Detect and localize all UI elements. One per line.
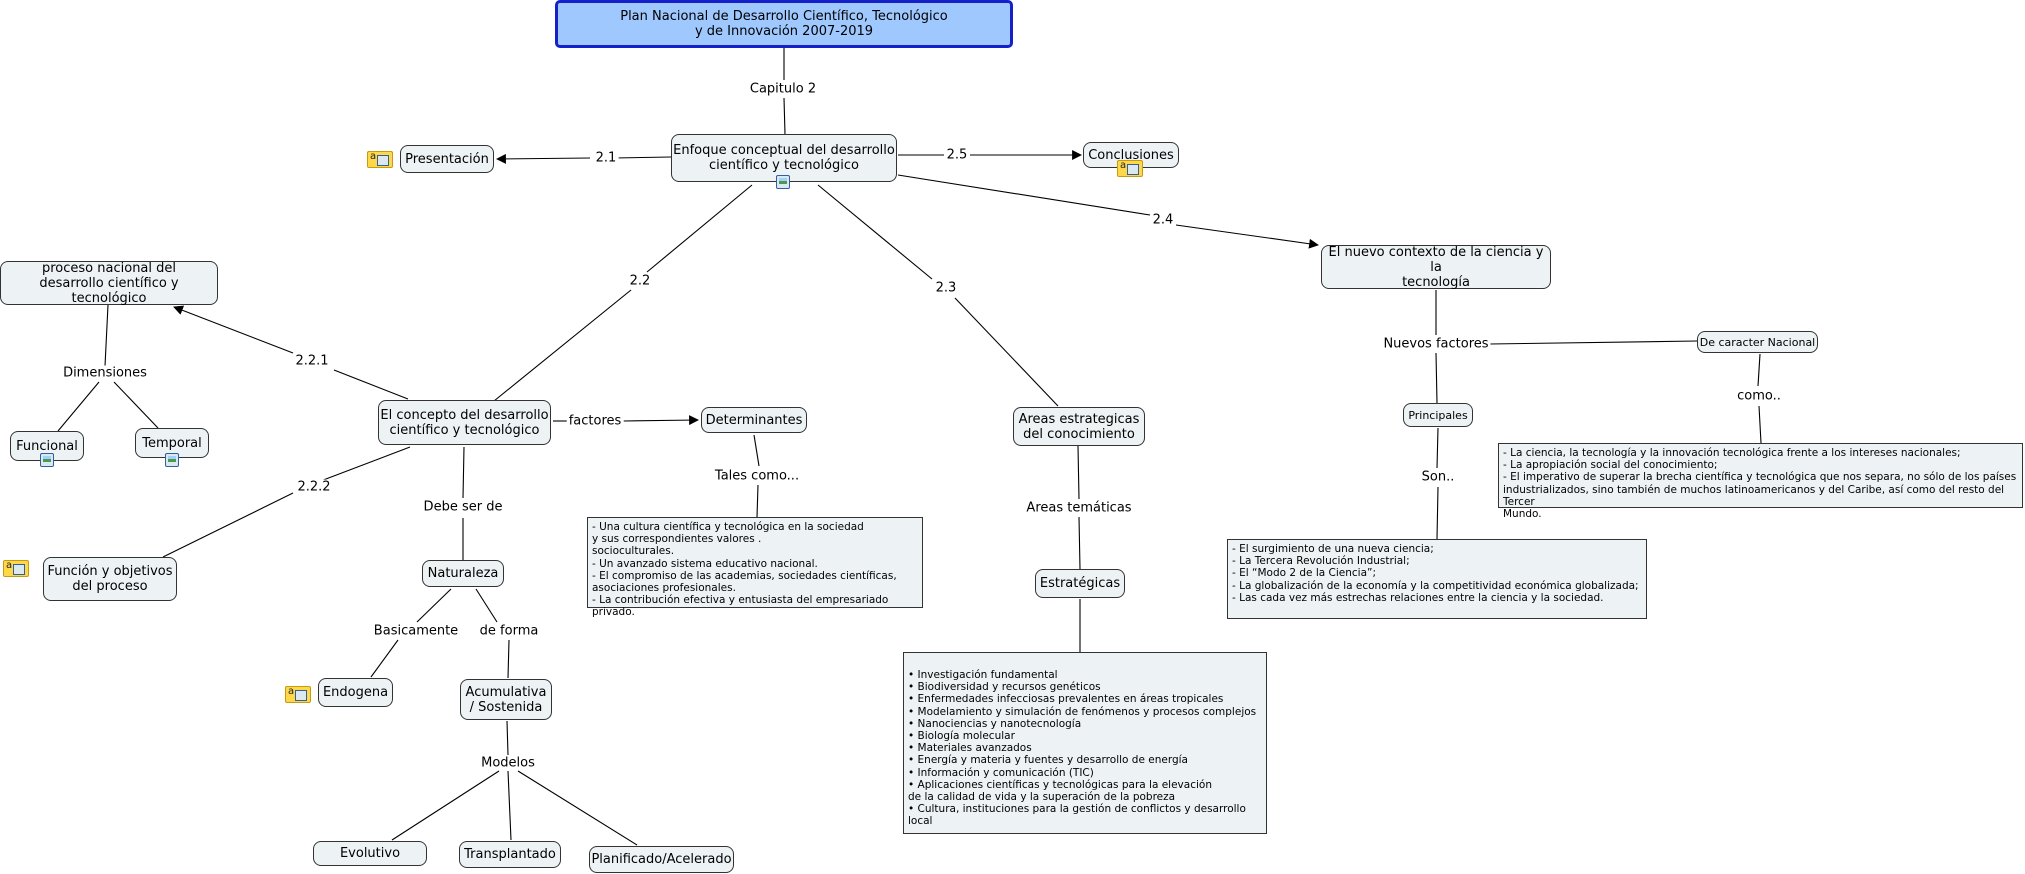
label-de-forma: de forma [477,623,541,639]
label-2-3: 2.3 [933,280,959,296]
acumulativa-node[interactable]: Acumulativa / Sostenida [460,679,552,720]
estrategicas-node[interactable]: Estratégicas [1035,569,1125,598]
proceso-nacional-node[interactable]: proceso nacional del desarrollo científi… [0,261,218,306]
image-icon[interactable] [776,175,790,189]
label-como: como.. [1735,388,1783,404]
note-attachment-icon[interactable]: a [285,686,311,703]
label-2-1: 2.1 [593,150,619,166]
image-icon[interactable] [40,453,54,467]
concepto-node[interactable]: El concepto del desarrollo científico y … [378,400,551,445]
funcion-node[interactable]: Función y objetivos del proceso [43,557,177,601]
label-modelos: Modelos [479,755,537,771]
label-2-2-1: 2.2.1 [293,353,331,369]
label-factores: factores [566,413,624,429]
determinantes-list: - Una cultura científica y tecnológica e… [587,517,923,618]
label-dimensiones: Dimensiones [61,365,149,381]
label-2-2: 2.2 [627,273,653,289]
label-tales-como: Tales como... [712,468,802,484]
transplantado-node[interactable]: Transplantado [459,841,561,868]
estrategicas-list: • Investigación fundamental • Biodiversi… [903,652,1267,834]
label-areas-tematicas: Areas temáticas [1024,500,1134,516]
label-2-4: 2.4 [1150,212,1176,228]
principales-node[interactable]: Principales [1403,403,1473,427]
label-2-2-2: 2.2.2 [295,479,333,495]
label-capitulo-2: Capitulo 2 [747,81,819,97]
label-debe-ser-de: Debe ser de [421,499,505,515]
determinantes-node[interactable]: Determinantes [701,407,807,433]
image-icon[interactable] [165,453,179,467]
evolutivo-node[interactable]: Evolutivo [313,841,427,866]
label-basicamente: Basicamente [371,623,461,639]
nuevo-contexto-node[interactable]: El nuevo contexto de la ciencia y la tec… [1321,245,1551,290]
label-2-5: 2.5 [944,147,970,163]
note-attachment-icon[interactable]: a [3,560,29,577]
note-attachment-icon[interactable]: a [367,151,393,168]
note-attachment-icon[interactable]: a [1117,160,1143,177]
areas-estrategicas-node[interactable]: Areas estrategicas del conocimiento [1013,407,1145,446]
presentacion-node[interactable]: Presentación [400,145,494,173]
principales-list: - El surgimiento de una nueva ciencia; -… [1227,539,1647,619]
label-son: Son.. [1419,469,1457,485]
nacional-list: - La ciencia, la tecnología y la innovac… [1498,443,2023,520]
planificado-node[interactable]: Planificado/Acelerado [589,846,734,873]
label-nuevos-factores: Nuevos factores [1381,336,1491,352]
caracter-nacional-node[interactable]: De caracter Nacional [1697,331,1818,353]
root-node[interactable]: Plan Nacional de Desarrollo Científico, … [555,0,1013,48]
endogena-node[interactable]: Endogena [318,678,393,707]
naturaleza-node[interactable]: Naturaleza [422,560,504,587]
